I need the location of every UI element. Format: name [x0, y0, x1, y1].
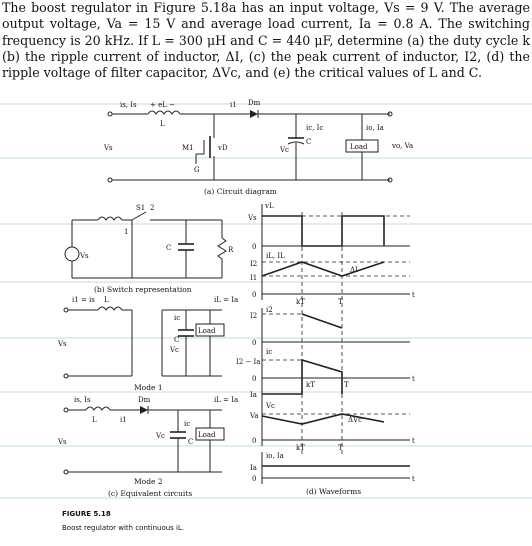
label-zero5: 0: [252, 437, 256, 445]
label-time2: t: [412, 375, 415, 383]
page-guides: [0, 103, 532, 499]
label-vd: vD: [217, 144, 228, 152]
label-t2: T: [344, 381, 349, 389]
label-time4: t: [412, 475, 415, 483]
label-kt2: kT: [306, 381, 315, 389]
label-dm: Dm: [248, 99, 261, 107]
label-load: Load: [350, 143, 368, 151]
label-i1-wave: I1: [250, 274, 257, 282]
label-c-m2: C: [188, 438, 193, 446]
label-ic-m1: ic: [174, 314, 180, 322]
label-pos1: 1: [124, 228, 128, 236]
label-kt1: kT: [296, 298, 305, 306]
label-vs-b: Vs: [79, 252, 89, 260]
waveforms: Vs 0 vL I2 I1 0 iL, IL ΔI kT T t I2 0 i2…: [236, 202, 415, 496]
boost-regulator-figure: is, Is + eL − L i1 Dm M1 G vD ic, Ic C V…: [0, 99, 532, 532]
caption-d: (d) Waveforms: [306, 487, 361, 496]
label-dv: ΔVc: [348, 416, 362, 424]
label-zero6: 0: [252, 475, 256, 483]
label-kt3: kT: [296, 444, 305, 452]
label-il-ia: iL = Ia: [214, 296, 238, 304]
label-time3: t: [412, 437, 415, 445]
label-load-m2: Load: [198, 431, 216, 439]
label-ia-b: Ia: [250, 464, 257, 472]
label-L-m1: L: [104, 296, 109, 304]
label-L-m2: L: [92, 416, 97, 424]
label-vc-m2: Vc: [155, 432, 165, 440]
label-g: G: [194, 166, 200, 174]
figure-caption: Boost regulator with continuous iL.: [62, 524, 184, 532]
label-i2-b: I2: [250, 312, 257, 320]
label-vl: vL: [264, 202, 274, 210]
label-pos2: 2: [150, 204, 154, 212]
label-zero3: 0: [252, 339, 256, 347]
label-io-wave: io, Ia: [266, 452, 284, 460]
label-load-m1: Load: [198, 327, 216, 335]
label-ia: Ia: [250, 391, 257, 399]
label-i1: i1: [230, 101, 237, 109]
circuit-diagram: is, Is + eL − L i1 Dm M1 G vD ic, Ic C V…: [103, 99, 413, 196]
mode1-label: Mode 1: [134, 383, 163, 392]
label-vs-m1: Vs: [57, 340, 67, 348]
label-zero2: 0: [252, 291, 256, 299]
label-di: ΔI: [350, 266, 358, 274]
caption-c: (c) Equivalent circuits: [108, 489, 192, 498]
label-r: R: [228, 246, 234, 254]
label-vs-wave: Vs: [247, 214, 257, 222]
label-L: L: [160, 120, 165, 128]
label-il-wave: iL, IL: [266, 252, 285, 260]
label-vc-m1: Vc: [169, 346, 179, 354]
label-is-m2: is, Is: [74, 396, 91, 404]
label-i2: I2: [250, 260, 257, 268]
label-s1: S1: [136, 204, 145, 212]
label-vs: Vs: [103, 144, 113, 152]
label-va: Va: [249, 412, 259, 420]
label-zero1: 0: [252, 243, 256, 251]
label-ic-wave: ic: [266, 348, 272, 356]
label-i2-wave: i2: [266, 306, 273, 314]
label-time1: t: [412, 291, 415, 299]
problem-statement: The boost regulator in Figure 5.18a has …: [2, 0, 530, 81]
label-i1-is: i1 = is: [72, 296, 95, 304]
label-vc: Vc: [279, 146, 289, 154]
label-m1: M1: [182, 144, 194, 152]
mode1-circuit: i1 = is L Vs ic C Vc Load iL = Ia Mode 1: [57, 296, 238, 392]
label-t3: T: [338, 444, 343, 452]
mode2-circuit: is, Is L i1 Dm Vs ic Vc C Load iL = Ia M…: [57, 396, 238, 498]
label-zero4: 0: [252, 375, 256, 383]
label-c: C: [306, 138, 311, 146]
label-vo: vo, Va: [391, 142, 413, 150]
label-ic: ic, Ic: [306, 124, 323, 132]
label-i1-m2: i1: [120, 416, 127, 424]
mode2-label: Mode 2: [134, 477, 163, 486]
label-i2-ia: I2 − Ia: [236, 358, 260, 366]
label-t1: T: [338, 298, 343, 306]
label-dm-m2: Dm: [138, 396, 151, 404]
figure-number: FIGURE 5.18: [62, 510, 111, 518]
switch-representation: Vs S1 1 2 C R (b) Switch representation: [64, 204, 234, 294]
caption-b: (b) Switch representation: [94, 285, 192, 294]
label-il-ia-m2: iL = Ia: [214, 396, 238, 404]
label-c-b: C: [166, 244, 171, 252]
label-c-m1: C: [174, 336, 179, 344]
label-io: io, Ia: [366, 124, 384, 132]
label-is: is, Is: [120, 101, 137, 109]
label-ic-m2: ic: [184, 420, 190, 428]
label-vs-m2: Vs: [57, 438, 67, 446]
caption-a: (a) Circuit diagram: [204, 187, 277, 196]
label-el: + eL −: [150, 101, 175, 109]
label-vc-wave: Vc: [265, 402, 275, 410]
